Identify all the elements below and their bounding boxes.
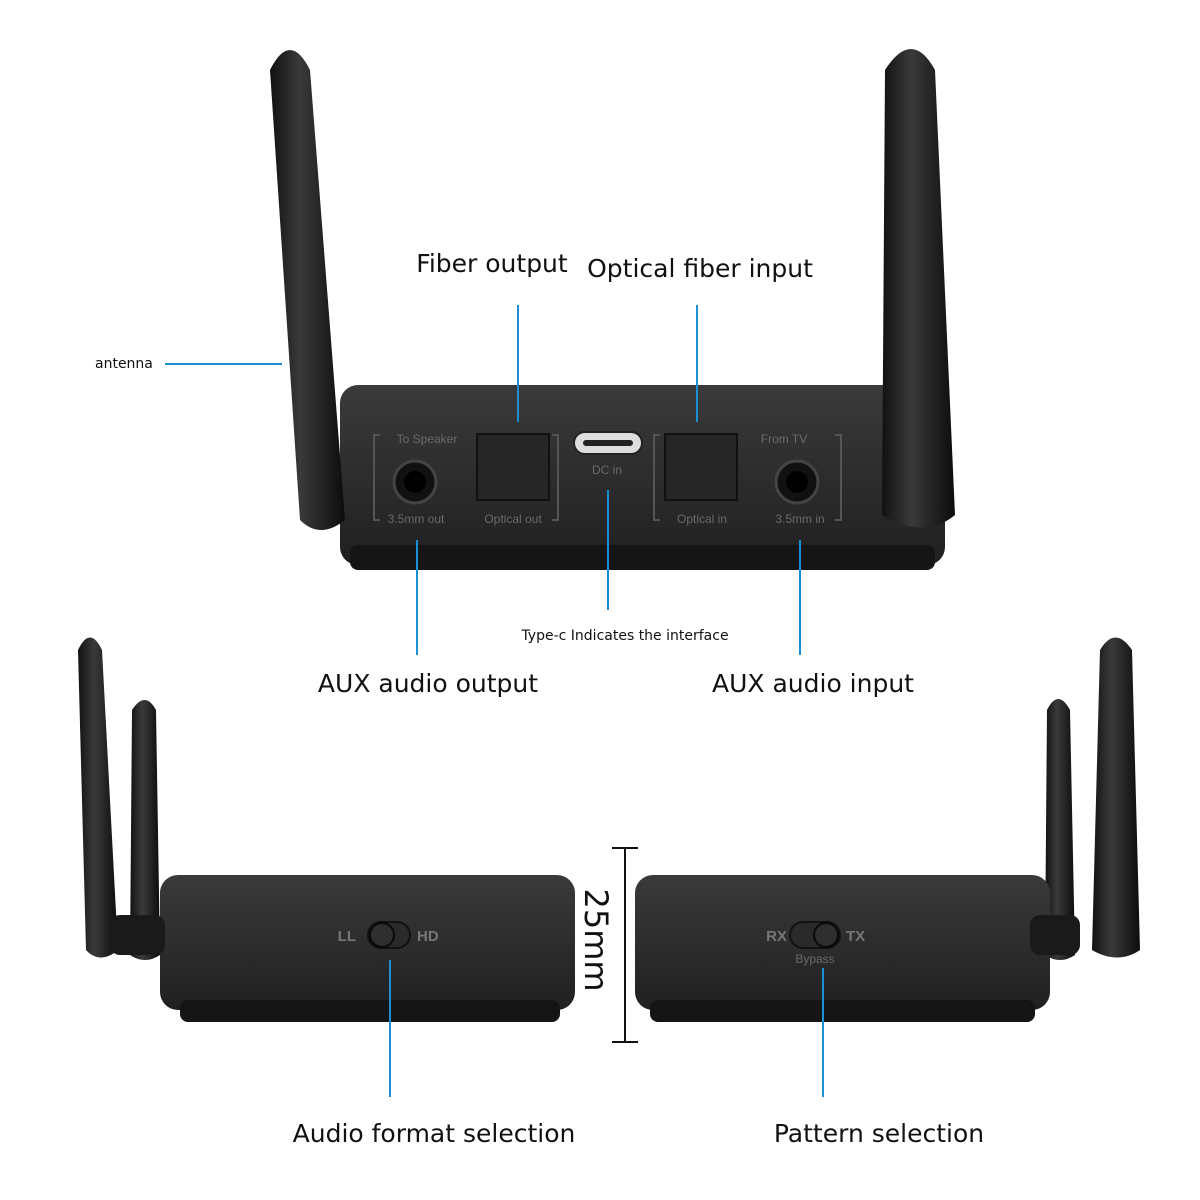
hd-label: HD (417, 928, 439, 945)
height-dimension: 25mm (577, 847, 638, 1043)
optical-out-label: Optical out (484, 512, 542, 526)
optical-out-port (476, 433, 550, 501)
top-device: To Speaker 3.5mm out Optical out DC in O… (270, 49, 955, 570)
right-side-device: RX TX Bypass (635, 637, 1140, 1022)
out-35-label: 3.5mm out (388, 512, 445, 526)
optical-in-port (664, 433, 738, 501)
bypass-label: Bypass (795, 952, 834, 966)
rx-tx-switch (789, 921, 841, 949)
ll-label: LL (338, 928, 356, 945)
left-side-device: LL HD (78, 637, 575, 1022)
optical-in-label: Optical in (677, 512, 727, 526)
aux-output-label: AUX audio output (318, 669, 538, 698)
tx-label: TX (846, 928, 865, 945)
optical-fiber-input-label: Optical fiber input (587, 254, 813, 283)
in-35-label: 3.5mm in (775, 512, 824, 526)
aux-input-label: AUX audio input (712, 669, 914, 698)
to-speaker-label: To Speaker (397, 432, 458, 446)
rx-label: RX (766, 928, 787, 945)
type-c-label: Type-c Indicates the interface (520, 628, 728, 644)
left-antenna (270, 50, 345, 530)
ll-hd-switch (367, 921, 411, 949)
fiber-output-label: Fiber output (416, 249, 568, 278)
from-tv-label: From TV (761, 432, 807, 446)
antenna-label: antenna (95, 356, 153, 372)
height-dimension-label: 25mm (577, 888, 615, 991)
right-antenna (882, 49, 955, 528)
audio-format-label: Audio format selection (293, 1119, 576, 1148)
dc-in-label: DC in (592, 463, 622, 477)
pattern-selection-label: Pattern selection (774, 1119, 984, 1148)
